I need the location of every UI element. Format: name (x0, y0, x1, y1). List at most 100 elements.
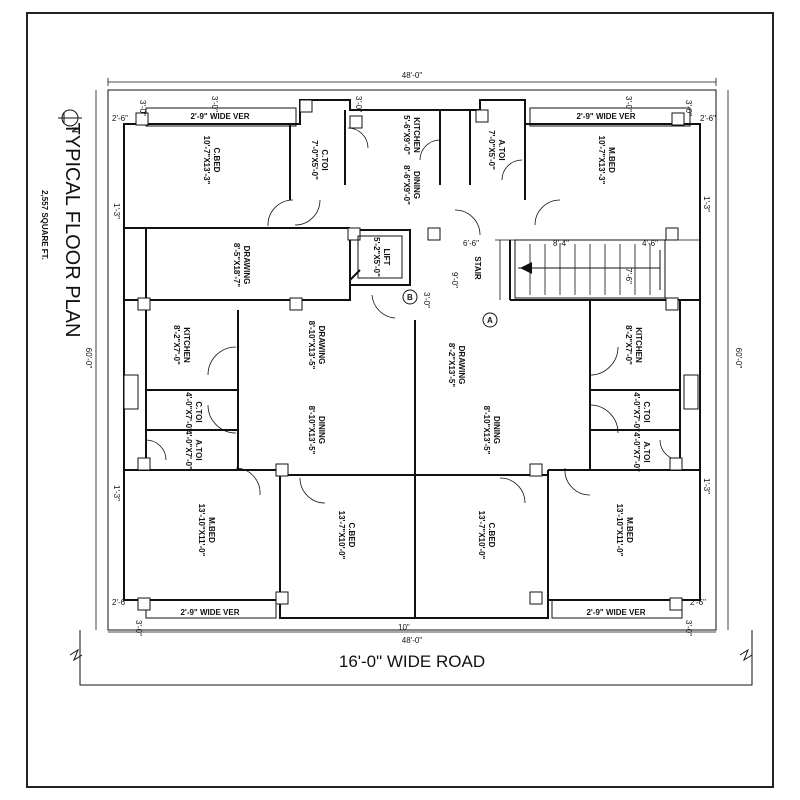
svg-text:KITCHEN: KITCHEN (182, 327, 191, 363)
svg-text:10'-7"X13'-3": 10'-7"X13'-3" (202, 136, 211, 185)
dim-br-26: 2'-6" (690, 598, 706, 607)
svg-text:C.TOI: C.TOI (642, 401, 651, 422)
svg-text:M.BED: M.BED (625, 517, 634, 543)
side-dimension-lines (95, 90, 729, 630)
room-l-kitchen: KITCHEN 8'-2"X7'-0" (172, 325, 191, 365)
veranda-tr-label: 2'-9" WIDE VER (576, 112, 635, 121)
svg-text:C.TOI: C.TOI (194, 401, 203, 422)
svg-text:C.TOI: C.TOI (320, 149, 329, 170)
room-top-kitchen: KITCHEN 5'-6"X9'-0" (402, 115, 421, 155)
veranda-tl-label: 2'-9" WIDE VER (190, 112, 249, 121)
room-c-dining: DINING 8'-10"X13'-5" (482, 406, 501, 455)
dim-tr-26: 2'-6" (700, 114, 716, 123)
svg-text:DINING: DINING (317, 416, 326, 444)
svg-text:DINING: DINING (412, 171, 421, 199)
svg-text:8'-5"X18'-7": 8'-5"X18'-7" (232, 243, 241, 288)
svg-text:A.TOI: A.TOI (642, 441, 651, 462)
svg-text:DRAWING: DRAWING (457, 346, 466, 385)
room-r-kitchen: KITCHEN 8'-2"X7'-0" (624, 325, 643, 365)
plan-title: TYPICAL FLOOR PLAN (61, 123, 83, 338)
dim-bl-26: 2'-6" (112, 598, 128, 607)
top-dimension-line (107, 78, 717, 86)
plan-area: 2,557 SQUARE FT. (40, 190, 49, 260)
dim-stair-46: 4'-6" (642, 239, 658, 248)
svg-text:4'-0"X7'-0": 4'-0"X7'-0" (632, 432, 641, 472)
staircase (495, 239, 700, 300)
room-br-mbed: M.BED 13'-10"X11'-0" (615, 504, 634, 557)
svg-text:8'-2"X13'-5": 8'-2"X13'-5" (447, 343, 456, 388)
dim-t-30a: 3'-0" (210, 96, 219, 112)
dim-l-13b: 1'-3" (112, 485, 121, 501)
svg-text:4'-0"X7'-0": 4'-0"X7'-0" (632, 392, 641, 432)
room-l-dining: DINING 8'-10"X13'-5" (307, 406, 326, 455)
svg-text:M.BED: M.BED (607, 147, 616, 173)
marker-a (482, 312, 498, 328)
room-l-drawing: DRAWING 8'-10"X13'-5" (307, 321, 326, 370)
dim-stair-width: 6'-6" (463, 239, 479, 248)
room-stair: STAIR (473, 256, 482, 280)
dim-tl-26: 2'-6" (112, 114, 128, 123)
room-tr-atoi: A.TOI 7'-0"X5'-0" (487, 130, 506, 170)
interior-walls-top (289, 110, 526, 200)
room-lift: LIFT 5'-2"X5'-0" (372, 237, 391, 277)
room-r-atoi: A.TOI 4'-0"X7'-0" (632, 432, 651, 472)
svg-text:4'-0"X7'-0": 4'-0"X7'-0" (184, 430, 193, 470)
dim-stair-8: 8'-4" (553, 239, 569, 248)
dim-l-13a: 1'-3" (112, 203, 121, 219)
svg-text:13'-10"X11'-0": 13'-10"X11'-0" (615, 504, 624, 557)
depth-left: 60'-0" (84, 348, 93, 369)
interior-wall-h1 (123, 227, 350, 600)
svg-text:A.TOI: A.TOI (194, 439, 203, 460)
dim-stair-76: 7'-6" (624, 268, 633, 284)
room-l-atoi: A.TOI 4'-0"X7'-0" (184, 430, 203, 470)
dim-br-30: 3'-0" (684, 620, 693, 636)
room-br-cbed: C.BED 13'-7"X10'-0" (477, 511, 496, 560)
north-arrow-icon (58, 109, 82, 127)
svg-text:C.BED: C.BED (487, 523, 496, 548)
road-label: 16'-0" WIDE ROAD (339, 652, 485, 671)
veranda-tr (529, 107, 691, 127)
north-label: N (70, 127, 79, 133)
room-top-dining: DINING 8'-6"X9'-0" (402, 165, 421, 205)
dim-r-13a: 1'-3" (702, 196, 711, 212)
svg-text:4'-0"X7'-0": 4'-0"X7'-0" (184, 392, 193, 432)
width-top: 48'-0" (402, 71, 423, 80)
svg-text:8'-10"X13'-5": 8'-10"X13'-5" (307, 321, 316, 370)
dim-tl-30: 3'-0" (138, 100, 147, 116)
svg-text:KITCHEN: KITCHEN (634, 327, 643, 363)
right-service-walls (589, 300, 681, 470)
dim-r-13b: 1'-3" (702, 478, 711, 494)
svg-text:8'-2"X7'-0": 8'-2"X7'-0" (172, 325, 181, 365)
svg-text:5'-6"X9'-0": 5'-6"X9'-0" (402, 115, 411, 155)
svg-text:10'-7"X13'-3": 10'-7"X13'-3" (597, 136, 606, 185)
veranda-br-label: 2'-9" WIDE VER (586, 608, 645, 617)
left-service-walls (145, 300, 239, 470)
room-tr-mbed: M.BED 10'-7"X13'-3" (597, 136, 616, 185)
svg-text:8'-10"X13'-5": 8'-10"X13'-5" (482, 406, 491, 455)
svg-text:8'-10"X13'-5": 8'-10"X13'-5" (307, 406, 316, 455)
plot-boundary (107, 89, 717, 631)
road (69, 630, 753, 686)
svg-text:C.BED: C.BED (347, 523, 356, 548)
interior-wall-drawing (124, 228, 361, 301)
columns (123, 99, 699, 611)
marker-a-label: A (487, 316, 493, 325)
svg-text:5'-2"X5'-0": 5'-2"X5'-0" (372, 237, 381, 277)
svg-text:8'-6"X9'-0": 8'-6"X9'-0" (402, 165, 411, 205)
room-l-ctoi: C.TOI 4'-0"X7'-0" (184, 392, 203, 432)
lift-wall (349, 229, 411, 286)
svg-text:13'-7"X10'-0": 13'-7"X10'-0" (477, 511, 486, 560)
room-bl-mbed: M.BED 13'-10"X11'-0" (197, 504, 216, 557)
svg-text:A.TOI: A.TOI (497, 139, 506, 160)
room-tl-drawing: DRAWING 8'-5"X18'-7" (232, 243, 251, 288)
marker-b-label: B (407, 293, 413, 302)
room-bl-cbed: C.BED 13'-7"X10'-0" (337, 511, 356, 560)
dim-mid-10: 10" (398, 623, 410, 632)
svg-text:LIFT: LIFT (382, 249, 391, 266)
svg-text:KITCHEN: KITCHEN (412, 117, 421, 153)
width-bottom: 48'-0" (402, 636, 423, 645)
svg-text:13'-10"X11'-0": 13'-10"X11'-0" (197, 504, 206, 557)
dim-t-30c: 3'-0" (624, 96, 633, 112)
svg-text:C.BED: C.BED (212, 148, 221, 173)
